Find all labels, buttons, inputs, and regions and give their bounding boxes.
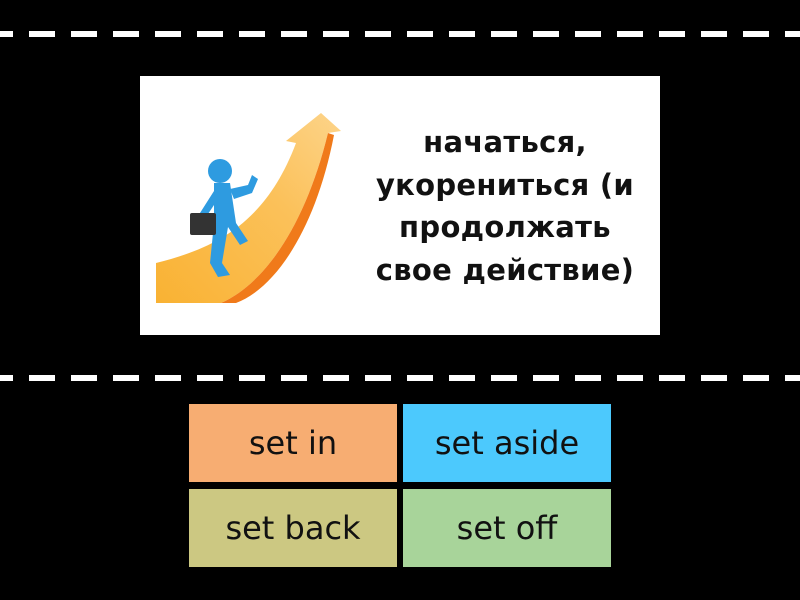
- top-dashed-divider: [0, 31, 800, 37]
- bottom-dashed-divider: [0, 375, 800, 381]
- prompt-text: начаться, укорениться (и продолжать свое…: [375, 125, 635, 287]
- answer-tile-set-aside[interactable]: set aside: [403, 404, 611, 482]
- question-card: начаться, укорениться (и продолжать свое…: [140, 76, 660, 335]
- businessman-climbing-arrow-icon: [156, 113, 341, 303]
- answer-tile-set-off[interactable]: set off: [403, 489, 611, 567]
- answer-tile-set-in[interactable]: set in: [189, 404, 397, 482]
- answer-tile-set-back[interactable]: set back: [189, 489, 397, 567]
